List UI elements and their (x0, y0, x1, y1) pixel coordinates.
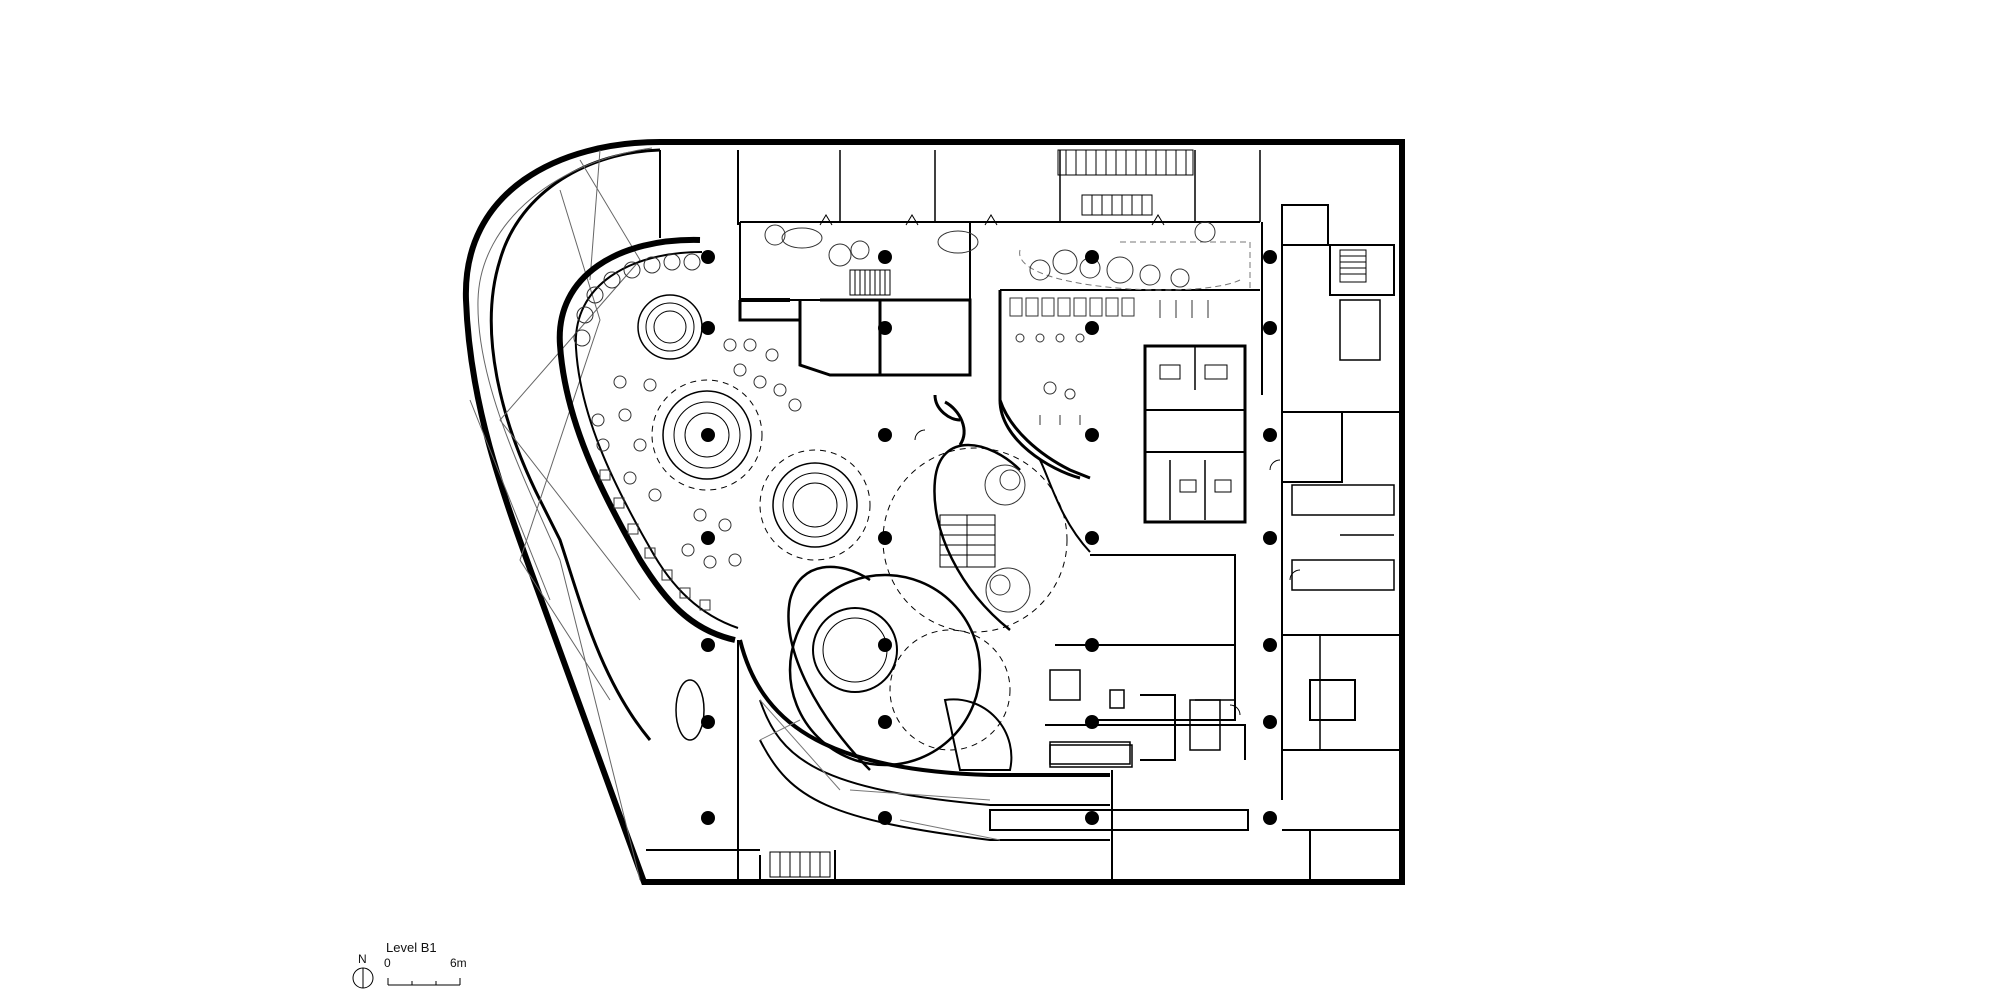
door-swings (819, 214, 1301, 716)
scale-end-label: 6m (450, 956, 467, 970)
washroom-block (1143, 344, 1247, 524)
top-rooms (659, 150, 1395, 296)
garden-corridor (739, 222, 1260, 302)
north-label: N (358, 952, 367, 966)
scale-bar (387, 978, 461, 986)
ramp-ellipse (675, 679, 705, 741)
dining-hall-curved-wall (556, 236, 736, 643)
right-rooms (1261, 222, 1400, 880)
lower-rooms (646, 639, 1249, 882)
ramp-diagonals (759, 699, 1001, 841)
structural-columns (701, 250, 1277, 825)
escalator (939, 514, 996, 568)
outer-envelope-wall (462, 139, 1405, 885)
atrium-plants (984, 464, 1031, 613)
garden-plants (764, 221, 1216, 288)
perimeter-seating (573, 253, 711, 611)
dining-rings (637, 294, 871, 561)
north-arrow (352, 967, 374, 989)
small-tables (591, 338, 802, 569)
inner-facade-line (489, 148, 661, 741)
dining-hall-inner-wall (574, 251, 739, 629)
top-stair-hatch (1057, 149, 1194, 216)
corridor-stair (849, 249, 1367, 296)
interior-walls (738, 290, 1091, 480)
level-label: Level B1 (386, 940, 437, 955)
lower-middle-rooms (1045, 554, 1246, 768)
scale-start-label: 0 (384, 956, 391, 970)
ramp-fine-lines (469, 147, 653, 881)
gym-equipment (1009, 297, 1209, 425)
